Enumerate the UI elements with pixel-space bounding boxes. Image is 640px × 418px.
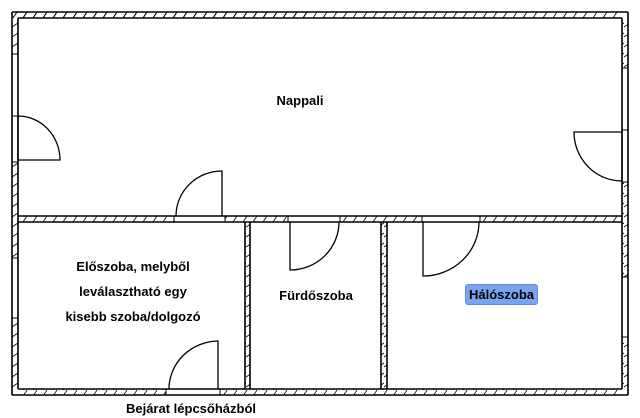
door-nappali-eloszoba xyxy=(175,170,223,217)
door-haloszoba xyxy=(422,221,480,277)
room-label-nappali: Nappali xyxy=(276,93,324,108)
door-entrance xyxy=(168,340,219,390)
door-right-nappali xyxy=(573,131,623,182)
room-label-eloszoba-line-2: leválasztható egy xyxy=(79,284,187,299)
room-label-eloszoba-line-3: kisebb szoba/dolgozó xyxy=(65,309,201,324)
room-label-eloszoba-line-1: Előszoba, melyből xyxy=(76,259,190,274)
doors xyxy=(17,115,623,390)
room-label-eloszoba: Előszoba, melyből leválasztható egy kise… xyxy=(36,254,230,329)
door-furdoszoba xyxy=(289,221,340,271)
interior-walls xyxy=(18,215,622,389)
entrance-label: Bejárat lépcsőházból xyxy=(125,401,257,416)
room-label-haloszoba-selected[interactable]: Hálószoba xyxy=(464,284,539,305)
outer-walls xyxy=(11,11,629,396)
room-label-furdoszoba: Fürdőszoba xyxy=(279,288,353,303)
door-left-nappali xyxy=(17,115,61,161)
